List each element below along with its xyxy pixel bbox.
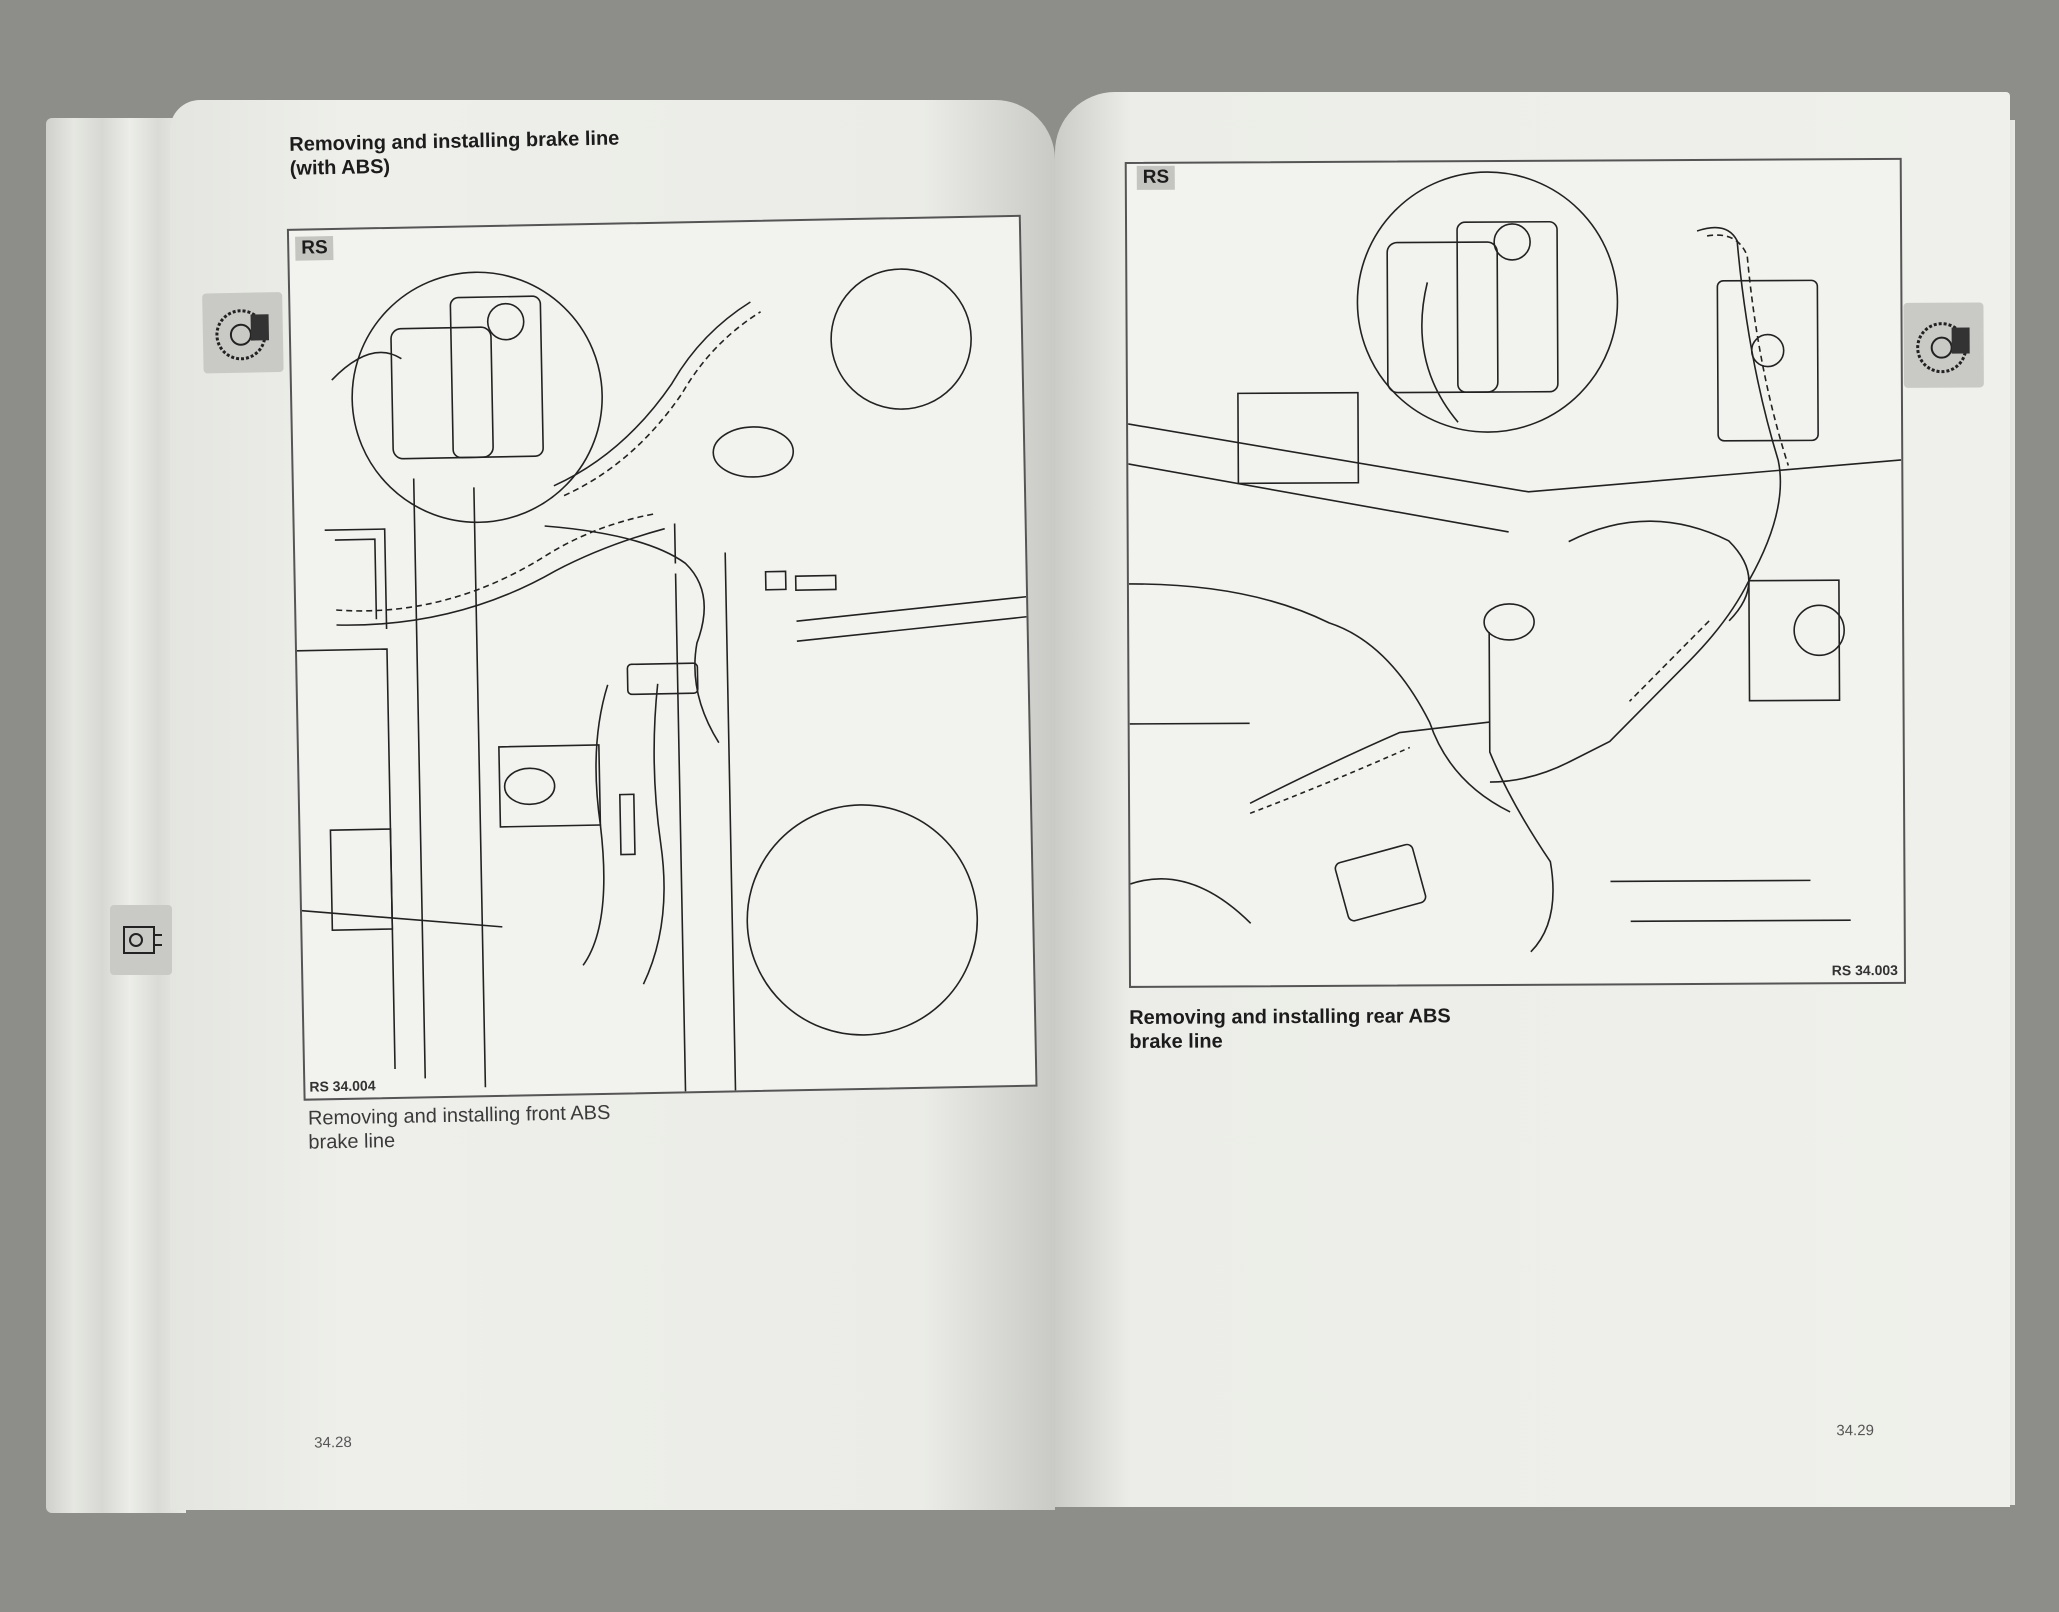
figure-id: RS 34.003 [1831,961,1898,979]
brake-caliper-thumb-icon [202,291,284,374]
figure-rear-abs-brake-line: RS [1124,157,1907,988]
abs-unit-thumb-icon [110,905,172,975]
page-number: 34.29 [1836,1422,1874,1440]
caption-line-1: Removing and installing rear ABS [1129,1005,1451,1029]
page-stack-left [46,118,186,1513]
figure-front-abs-brake-line: RS [286,214,1038,1101]
brake-line-illustration [1127,171,1902,953]
brake-line-illustration [296,268,1027,1094]
brake-caliper-thumb-icon [1903,302,1984,388]
figure-caption: Removing and installing rear ABS brake l… [1129,1004,1451,1054]
caption-line-2: brake line [1129,1030,1223,1053]
